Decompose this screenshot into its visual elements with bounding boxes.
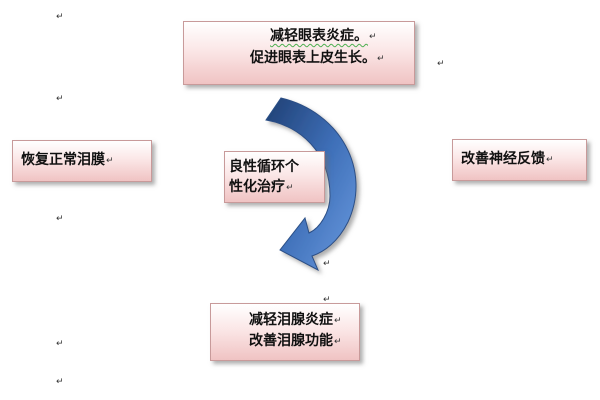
paragraph-mark-icon: ↵ <box>56 214 64 224</box>
paragraph-mark-icon: ↵ <box>56 12 64 22</box>
paragraph-mark-icon: ↵ <box>437 59 445 69</box>
center-box-line1: 良性循环个 <box>229 159 299 175</box>
top-box: 减轻眼表炎症。↵ 促进眼表上皮生长。↵ <box>183 21 415 85</box>
bottom-box-line1: 减轻泪腺炎症 <box>249 312 333 328</box>
paragraph-mark-icon: ↵ <box>56 377 64 387</box>
left-box-label: 恢复正常泪膜 <box>21 152 105 168</box>
center-box: 良性循环个 性化治疗↵ <box>224 151 325 203</box>
top-box-line2: 促进眼表上皮生长。 <box>250 50 376 66</box>
top-box-line1: 减轻眼表炎症。 <box>270 28 368 44</box>
paragraph-mark-icon: ↵ <box>323 259 331 269</box>
paragraph-mark-icon: ↵ <box>56 339 64 349</box>
right-box-label: 改善神经反馈 <box>461 151 545 167</box>
bottom-box-line2: 改善泪腺功能 <box>249 333 333 349</box>
right-box: 改善神经反馈↵ <box>452 139 587 181</box>
center-box-line2: 性化治疗 <box>229 179 285 195</box>
paragraph-mark-icon: ↵ <box>56 94 64 104</box>
paragraph-mark-icon: ↵ <box>323 295 331 305</box>
bottom-box: 减轻泪腺炎症↵ 改善泪腺功能↵ <box>210 303 360 361</box>
left-box: 恢复正常泪膜↵ <box>12 140 152 182</box>
